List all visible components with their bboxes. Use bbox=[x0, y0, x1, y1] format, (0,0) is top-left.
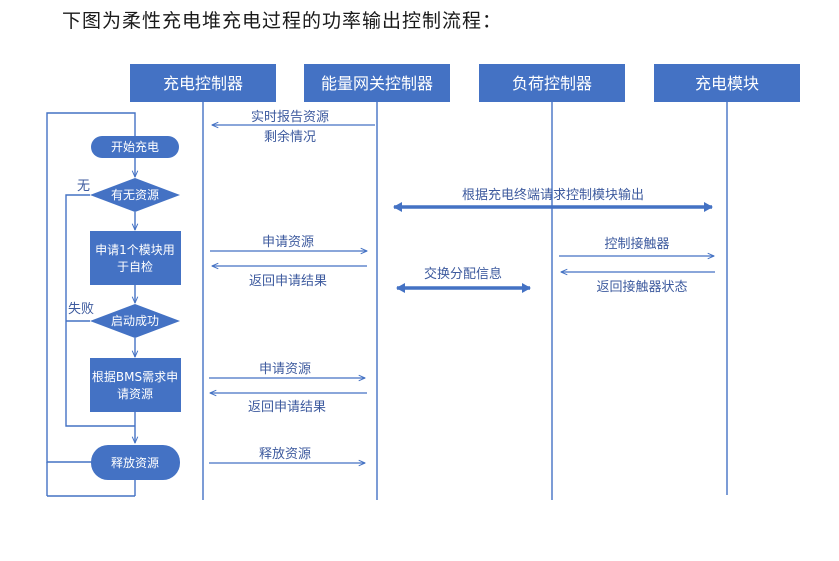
start-node bbox=[91, 136, 179, 158]
decision-start-success-label: 启动成功 bbox=[111, 314, 159, 328]
decision-has-resource-label: 有无资源 bbox=[111, 188, 159, 202]
msg-apply2-label: 申请资源 bbox=[259, 362, 311, 377]
msg-result2-label: 返回申请结果 bbox=[248, 400, 326, 415]
outer-loop-line bbox=[46, 112, 136, 463]
lane-header-energy-gateway-controller: 能量网关控制器 bbox=[304, 64, 450, 102]
msg-contactor-status-label: 返回接触器状态 bbox=[596, 279, 687, 295]
lane-header-load-controller: 负荷控制器 bbox=[479, 64, 625, 102]
end-node bbox=[91, 445, 180, 480]
decision-start-success bbox=[90, 304, 180, 338]
lane-title: 负荷控制器 bbox=[512, 74, 592, 93]
step-apply-module bbox=[90, 231, 181, 285]
step-apply-module-line1: 申请1个模块用 bbox=[95, 243, 175, 257]
end-node-label: 释放资源 bbox=[111, 455, 159, 470]
decision-no-label: 无 bbox=[77, 179, 90, 194]
step-apply-by-bms bbox=[90, 358, 181, 412]
msg-contactor-label: 控制接触器 bbox=[604, 236, 669, 252]
decision-has-resource bbox=[90, 178, 180, 212]
msg-apply1-label: 申请资源 bbox=[262, 235, 314, 250]
step-apply-by-bms-line1: 根据BMS需求申 bbox=[92, 370, 178, 384]
msg-report-line2: 剩余情况 bbox=[264, 129, 316, 145]
lane-header-charge-module: 充电模块 bbox=[654, 64, 800, 102]
step-apply-module-line2: 于自检 bbox=[117, 259, 153, 274]
lane-header-charge-controller: 充电控制器 bbox=[130, 64, 276, 102]
step-apply-by-bms-line2: 请资源 bbox=[117, 387, 153, 401]
msg-result1-label: 返回申请结果 bbox=[249, 274, 327, 289]
msg-exchange-label: 交换分配信息 bbox=[424, 266, 502, 282]
lane-title: 充电模块 bbox=[695, 74, 759, 93]
lane-title: 充电控制器 bbox=[163, 74, 243, 93]
lane-title: 能量网关控制器 bbox=[321, 74, 433, 93]
intro-text: 下图为柔性充电堆充电过程的功率输出控制流程： bbox=[62, 10, 503, 32]
decision-fail-label: 失败 bbox=[68, 302, 94, 317]
msg-release-label: 释放资源 bbox=[259, 447, 311, 462]
no-resource-path bbox=[65, 194, 135, 427]
msg-report-line1: 实时报告资源 bbox=[251, 110, 329, 125]
start-node-label: 开始充电 bbox=[111, 139, 159, 154]
msg-module-output-label: 根据充电终端请求控制模块输出 bbox=[462, 187, 644, 203]
